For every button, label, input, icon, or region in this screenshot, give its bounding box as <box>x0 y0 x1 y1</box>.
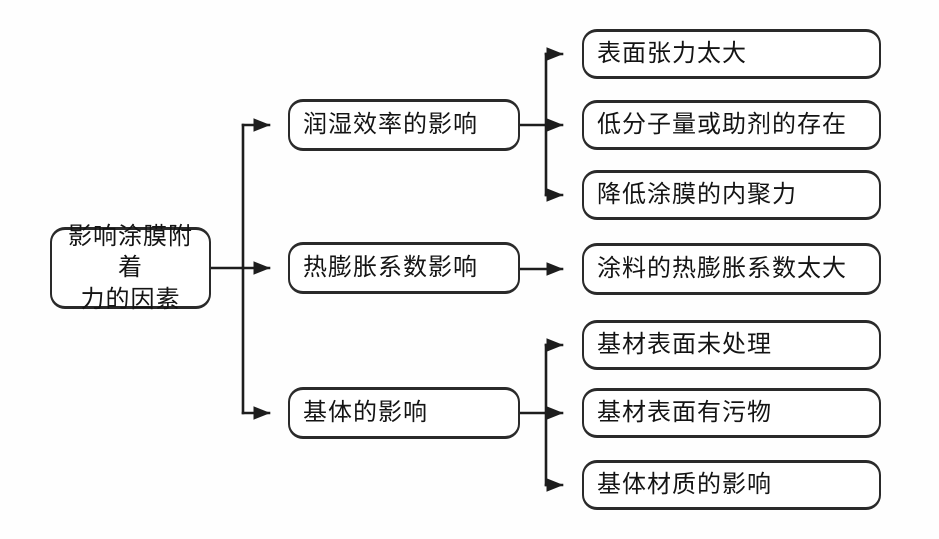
leaf-node-coating-expansion-too-large: 涂料的热膨胀系数太大 <box>582 243 881 295</box>
branch-node-substrate: 基体的影响 <box>288 387 520 439</box>
leaf-node-surface-tension: 表面张力太大 <box>582 29 881 79</box>
branch-node-wetting-efficiency: 润湿效率的影响 <box>288 99 520 151</box>
leaf-node-surface-contaminated: 基材表面有污物 <box>582 388 881 438</box>
branch-node-thermal-expansion: 热膨胀系数影响 <box>288 242 520 294</box>
leaf-node-reduced-cohesion: 降低涂膜的内聚力 <box>582 170 881 220</box>
leaf-node-substrate-material: 基体材质的影响 <box>582 460 881 510</box>
leaf-node-low-molecular-weight: 低分子量或助剂的存在 <box>582 100 881 150</box>
leaf-node-surface-untreated: 基材表面未处理 <box>582 320 881 370</box>
root-node: 影响涂膜附着 力的因素 <box>50 222 211 313</box>
